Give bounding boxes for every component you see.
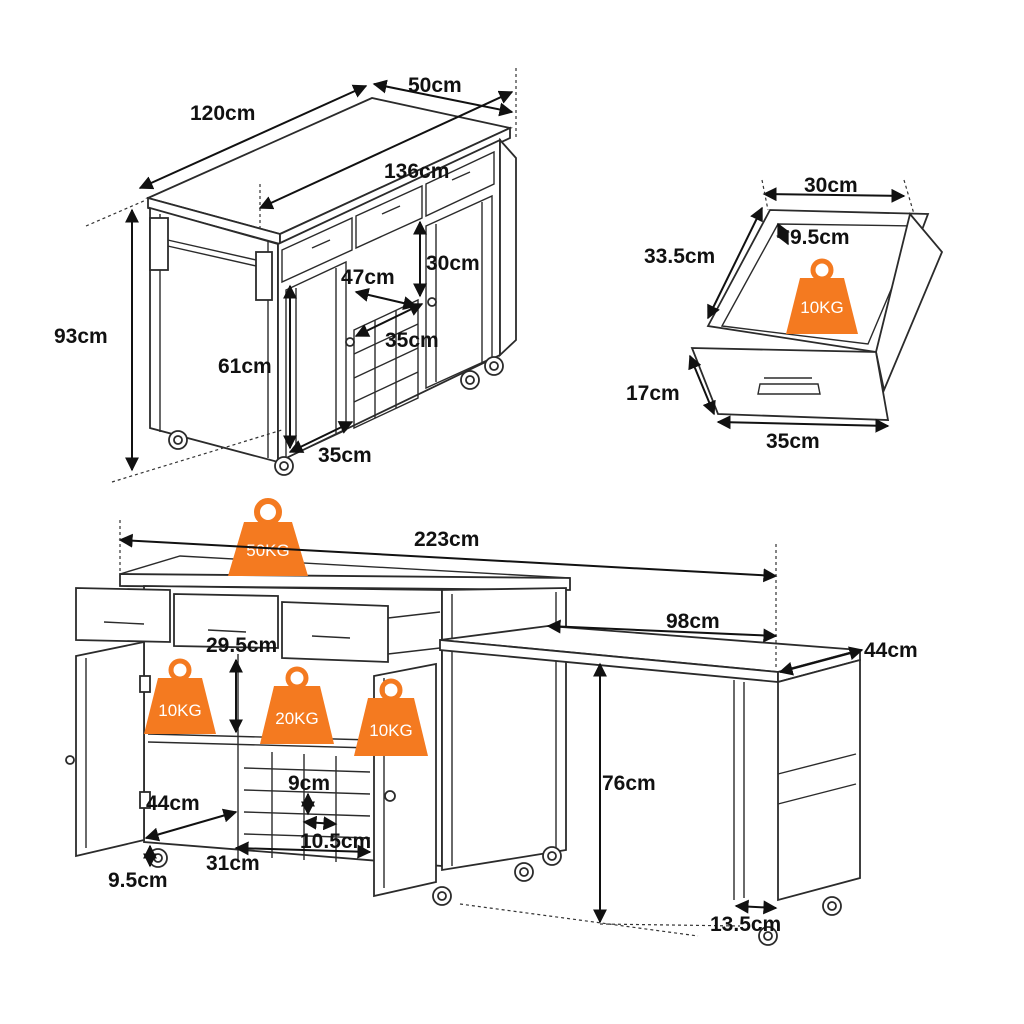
weight-badge-10kg-door: 10KG [354, 678, 428, 756]
dim-9-5cm-wheel: 9.5cm [108, 869, 168, 892]
dim-10-5cm: 10.5cm [300, 830, 371, 853]
weight-label-50kg: 50KG [246, 541, 289, 560]
dim-50cm: 50cm [408, 74, 462, 97]
drawer-detail-drawing: 10KG 30cm 33.5cm 9.5cm 17cm 35cm [626, 174, 944, 453]
dim-30cm-drawer: 30cm [804, 174, 858, 197]
dim-9-5cm-drawer: 9.5cm [790, 226, 850, 249]
weight-badge-50kg: 50KG [228, 498, 308, 576]
dim-9cm: 9cm [288, 772, 330, 795]
weight-label-20kg: 20KG [275, 709, 318, 728]
dim-17cm: 17cm [626, 382, 680, 405]
dim-29-5cm: 29.5cm [206, 634, 277, 657]
weight-label-10kg-left: 10KG [158, 701, 201, 720]
dim-120cm: 120cm [190, 102, 255, 125]
dim-44cm-cabinet: 44cm [146, 792, 200, 815]
weight-badge-10kg-left: 10KG [144, 658, 216, 734]
dim-44cm-extension: 44cm [864, 639, 918, 662]
dim-33-5cm: 33.5cm [644, 245, 715, 268]
weight-badge-10kg-drawer: 10KG [786, 258, 858, 334]
top-island-drawing: 120cm 50cm 136cm 93cm 47cm 30cm 35cm 61c… [54, 68, 517, 483]
weight-badge-20kg: 20KG [260, 666, 334, 744]
dim-61cm: 61cm [218, 355, 272, 378]
dim-31cm: 31cm [206, 852, 260, 875]
dim-223cm: 223cm [414, 528, 479, 551]
dim-136cm: 136cm [384, 160, 449, 183]
dim-76cm: 76cm [602, 772, 656, 795]
weight-label-10kg-door: 10KG [369, 721, 412, 740]
dim-35cm-shelf: 35cm [385, 329, 439, 352]
dim-30cm: 30cm [426, 252, 480, 275]
dim-98cm: 98cm [666, 610, 720, 633]
dim-47cm: 47cm [341, 266, 395, 289]
weight-label-drawer: 10KG [800, 298, 843, 317]
dim-35cm-base: 35cm [318, 444, 372, 467]
dim-35cm-drawer: 35cm [766, 430, 820, 453]
dim-93cm: 93cm [54, 325, 108, 348]
extended-island-drawing: 50KG 10KG 20KG 10KG [65, 498, 918, 946]
dim-13-5cm: 13.5cm [710, 913, 781, 936]
